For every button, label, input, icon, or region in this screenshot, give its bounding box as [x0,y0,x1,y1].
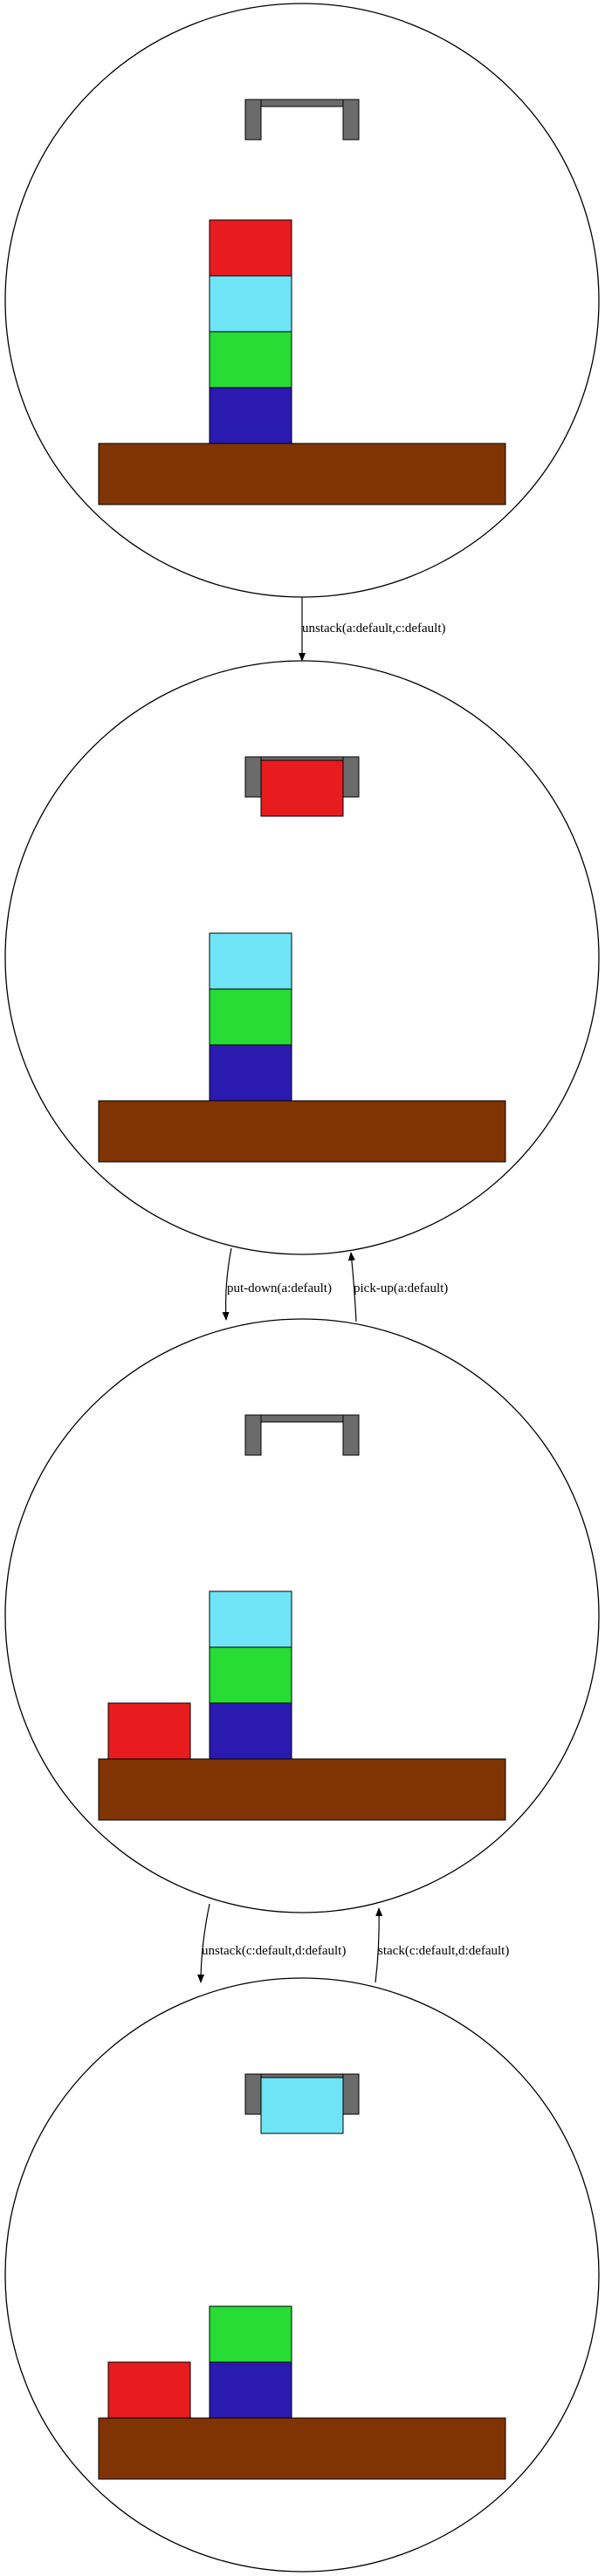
block-cyan [209,932,292,990]
block-cyan [209,275,292,333]
gripper-right-claw [342,1414,360,1456]
state-3-scene [98,1414,506,1821]
edge-label-unstack-a-c: unstack(a:default,c:default) [302,622,446,635]
edge-stack-c-d: stack(c:default,d:default) [375,1907,509,1983]
block-red [209,219,292,277]
gripper-bar [244,1414,360,1423]
block-red [107,2361,191,2419]
held-block-red [260,759,344,817]
gripper-left-claw [244,2073,262,2115]
edge-put-down-a: put-down(a:default) [222,1247,332,1321]
table [98,2417,506,2480]
state-4-scene [98,2073,506,2480]
state-node-3 [4,1318,600,1913]
block-green [209,331,292,388]
gripper-left-claw [244,1414,262,1456]
edge-label-pick-up-a: pick-up(a:default) [354,1281,448,1295]
block-blue [209,1702,292,1760]
edge-label-put-down-a: put-down(a:default) [227,1281,332,1295]
gripper-left-claw [244,756,262,798]
gripper-left-claw [244,99,262,141]
gripper-right-claw [342,2073,360,2115]
table [98,1100,506,1163]
block-red [107,1702,191,1760]
table [98,443,506,505]
edge-pick-up-a: pick-up(a:default) [347,1252,448,1322]
block-blue [209,387,292,444]
block-green [209,1646,292,1704]
edge-unstack-c-d: unstack(c:default,d:default) [197,1903,346,1983]
state-node-1 [4,3,600,598]
block-blue [209,2361,292,2419]
edge-label-stack-c-d: stack(c:default,d:default) [378,1944,509,1958]
block-green [209,2305,292,2363]
gripper-bar [244,99,360,107]
gripper-right-claw [342,99,360,141]
state-1-scene [98,99,506,505]
state-node-4 [4,1977,600,2573]
table [98,1758,506,1821]
state-2-scene [98,756,506,1163]
block-green [209,988,292,1046]
block-cyan [209,1590,292,1648]
gripper-right-claw [342,756,360,798]
held-block-cyan [260,2077,344,2134]
edge-label-unstack-c-d: unstack(c:default,d:default) [202,1944,346,1958]
block-blue [209,1044,292,1102]
state-node-2 [4,660,600,1255]
edge-unstack-a-c: unstack(a:default,c:default) [299,597,446,662]
